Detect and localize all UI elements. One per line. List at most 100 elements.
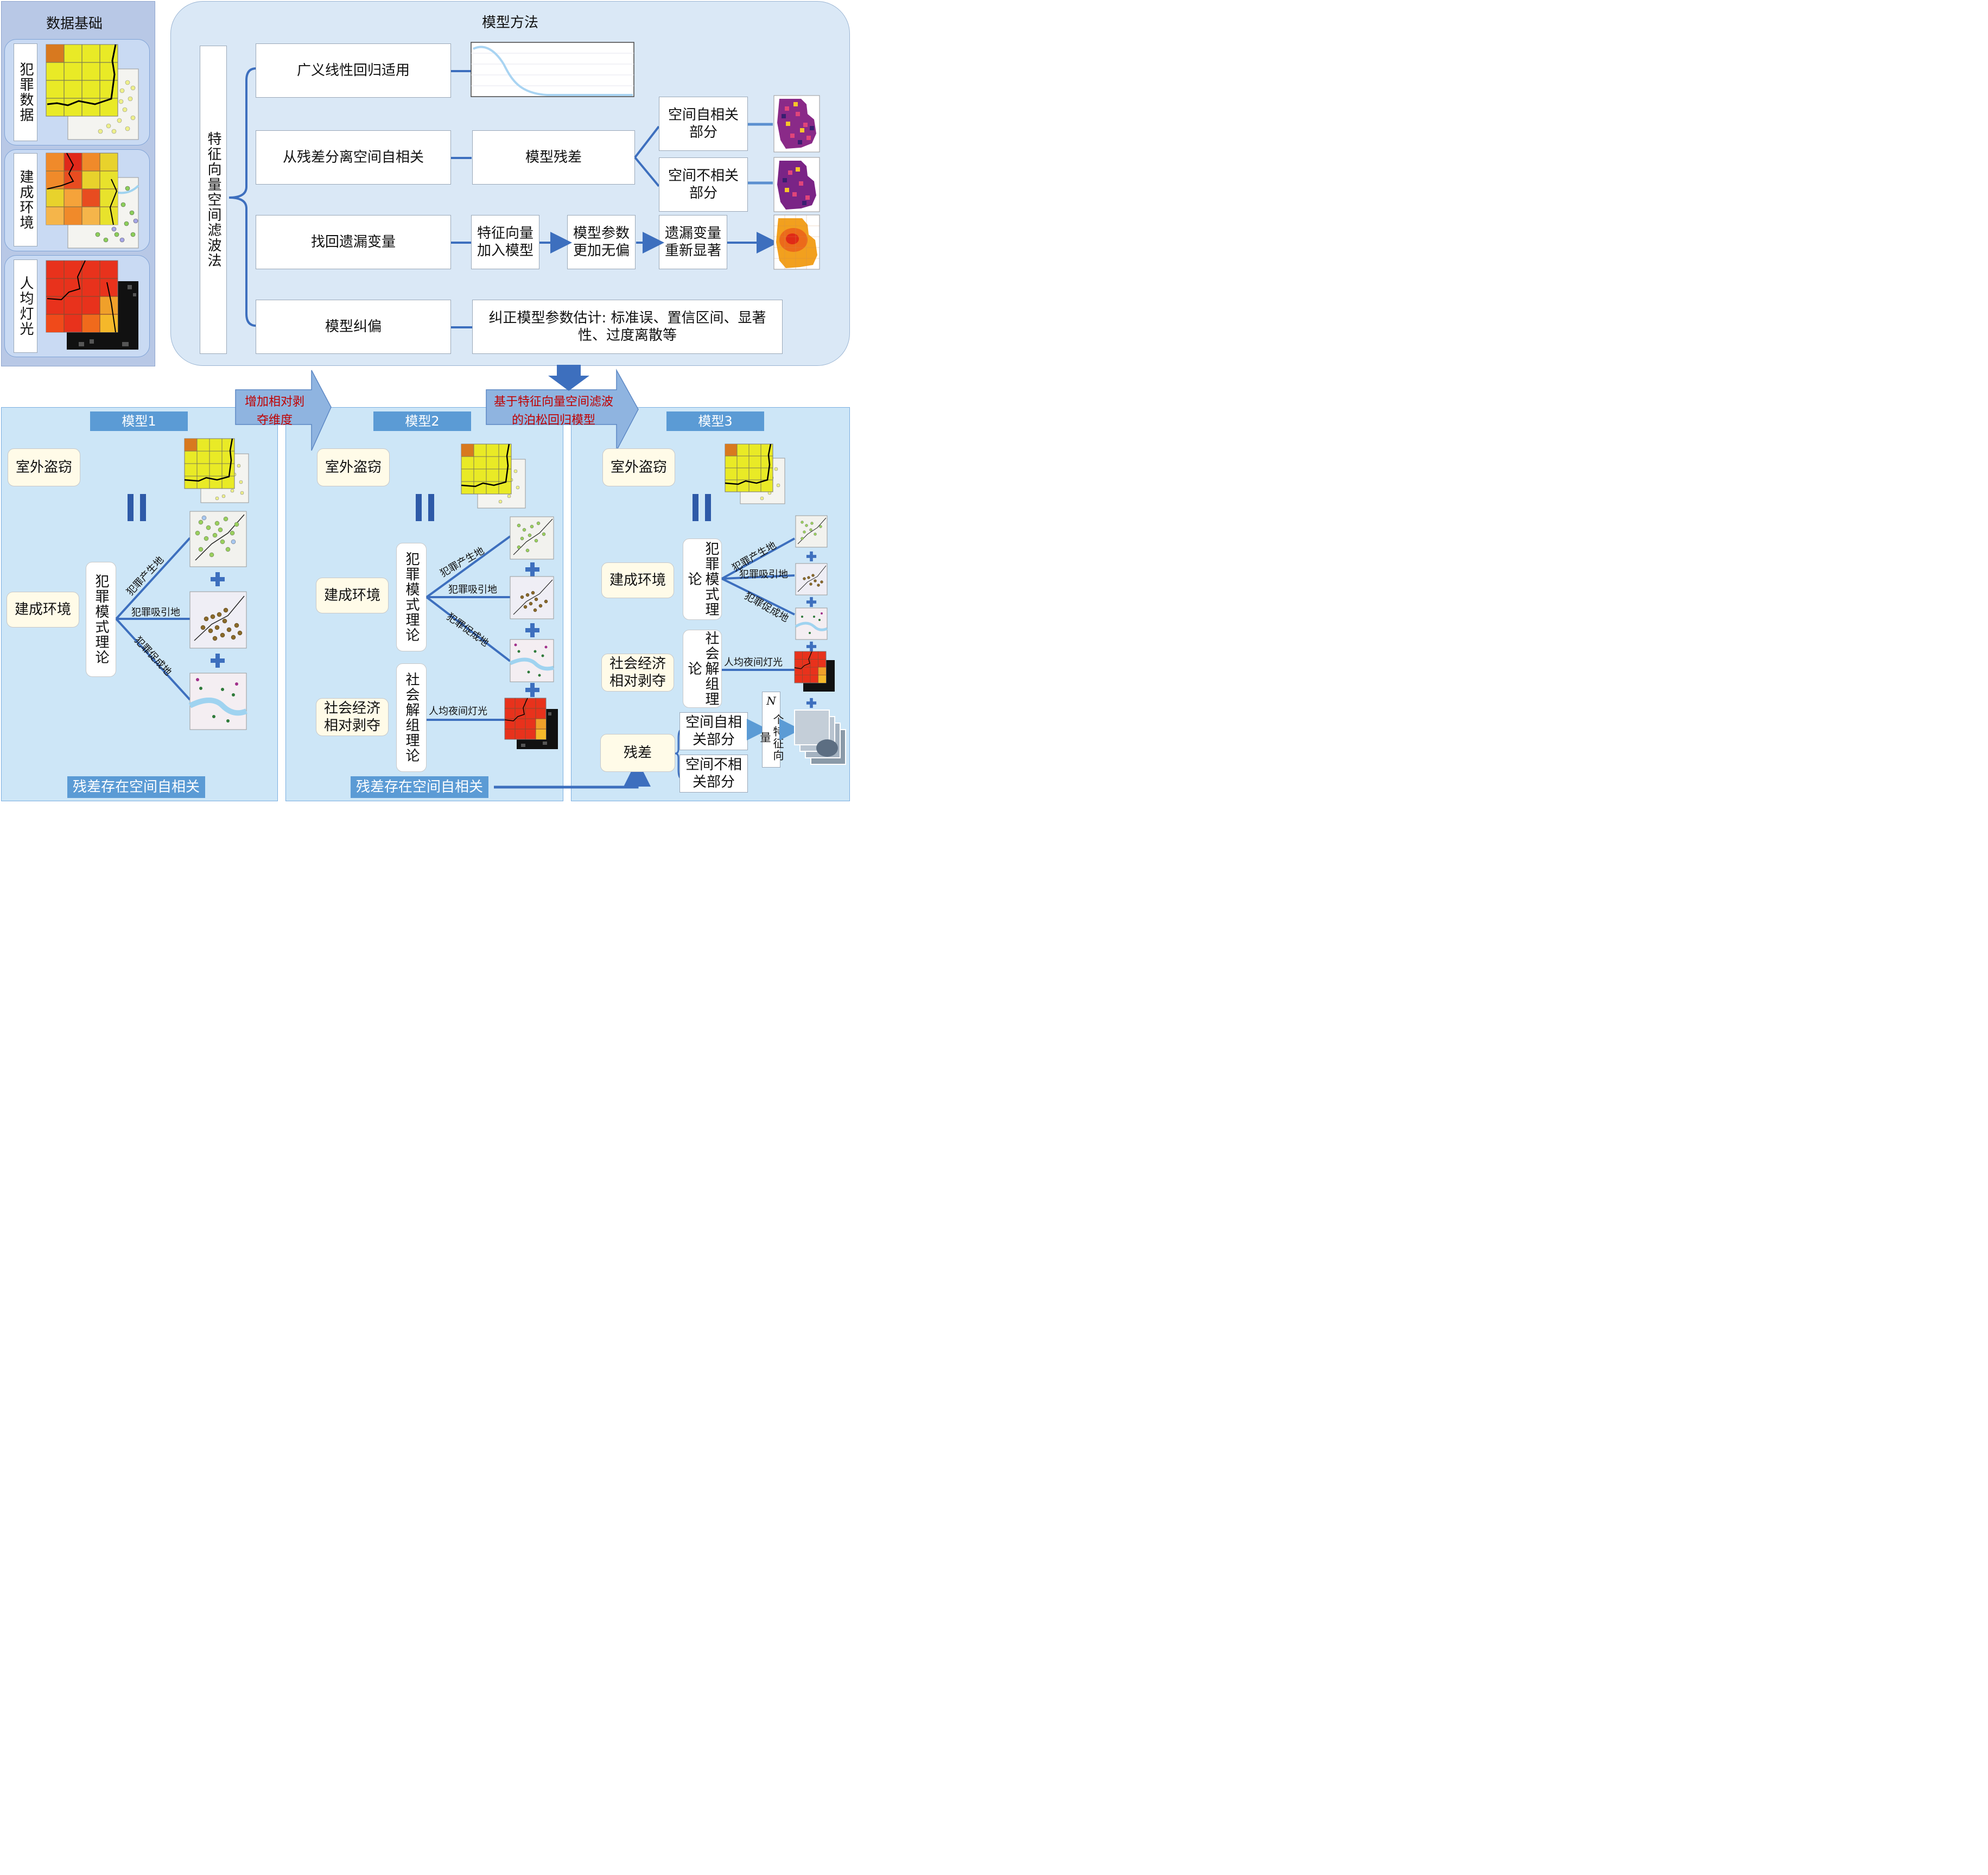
model-residual-box: 模型残差: [472, 130, 635, 185]
model3-tab: 模型3: [666, 411, 764, 431]
model2-link-nightlight: 人均夜间灯光: [429, 706, 487, 717]
method-row-recover: 找回遗漏变量: [256, 215, 451, 269]
crime-map-thumbnail: [46, 44, 139, 140]
esf-method-label: 特征向量空间滤波法: [200, 46, 227, 354]
model3-crime-map: [725, 444, 785, 504]
model2-plus-icon-2: [525, 623, 539, 637]
esf-poisson-arrow: [486, 369, 639, 451]
model2-nightlight-map: [504, 698, 558, 749]
model3-n-eigenvectors-box: N 个特征向量: [758, 692, 784, 768]
model2-plus-icon-3: [525, 683, 539, 697]
model3-socio-box: 社会经济相对剥夺: [601, 654, 674, 692]
model1-attractor-map: [189, 591, 247, 649]
model1-crime-box: 室外盗窃: [8, 448, 80, 486]
footer-to-residual-arrow: [494, 759, 651, 789]
data-foundation-title: 数据基础: [46, 16, 103, 32]
model1-links: [115, 537, 191, 701]
model3-link-attractor: 犯罪吸引地: [739, 569, 788, 580]
data-label-light: 人均灯光: [14, 259, 37, 353]
model2-attractor-map: [510, 576, 554, 619]
model3-equals-icon: [693, 494, 711, 521]
model1-plus-icon-2: [211, 654, 225, 668]
model2-footer: 残差存在空间自相关: [351, 776, 489, 798]
recovered-variable-heatmap: [773, 214, 820, 270]
model3-links: [721, 537, 795, 616]
light-map-thumbnail: [46, 260, 138, 350]
row3-connector: [451, 242, 472, 244]
data-label-crime: 犯罪数据: [14, 43, 37, 141]
model2-tab: 模型2: [373, 411, 471, 431]
model2-link-attractor: 犯罪吸引地: [448, 584, 497, 596]
add-dimension-arrow: [235, 370, 332, 451]
model3-nightlight-map: [794, 651, 835, 692]
built-env-map-thumbnail: [46, 153, 139, 249]
model2-socio-box: 社会经济相对剥夺: [316, 698, 389, 736]
spatial-autocorr-part: 空间自相关部分: [659, 97, 748, 151]
model3-res-autocorr: 空间自相关部分: [679, 712, 748, 750]
step-unbiased-params: 模型参数更加无偏: [567, 215, 636, 269]
split-connectors: [748, 123, 773, 185]
model1-equals-icon: [128, 494, 146, 521]
model3-plus-icon-3: [806, 641, 817, 652]
row4-connector: [451, 326, 473, 328]
data-label-built: 建成环境: [14, 153, 37, 246]
model2-built-env-box: 建成环境: [316, 578, 389, 613]
model1-tab: 模型1: [90, 411, 188, 431]
method-row-separate: 从残差分离空间自相关: [256, 130, 451, 185]
model3-n-eigenvectors-label: 个特征向量: [758, 714, 784, 762]
model1-link-attractor: 犯罪吸引地: [131, 607, 180, 618]
row1-connector: [451, 70, 472, 72]
down-arrow: [548, 365, 589, 391]
method-bracket: [228, 67, 257, 327]
uncorr-heatmap-thumbnail: [773, 157, 820, 212]
step-omitted-significant: 遗漏变量重新显著: [659, 215, 727, 269]
model3-plus-icon-2: [806, 597, 817, 607]
model3-crime-box: 室外盗窃: [602, 448, 675, 486]
model1-built-env-box: 建成环境: [7, 592, 79, 628]
model2-generator-map: [510, 516, 554, 560]
model2-socio-link: [427, 719, 506, 721]
model3-attractor-map: [795, 563, 828, 596]
model2-socio-theory-box: 社会解组理论: [396, 663, 427, 772]
model3-socio-link: [722, 669, 796, 671]
row2-connector: [451, 157, 472, 159]
correction-result-box: 纠正模型参数估计: 标准误、置信区间、显著性、过度离散等: [472, 300, 783, 354]
method-row-correct: 模型纠偏: [256, 300, 451, 354]
model2-equals-icon: [416, 494, 434, 521]
model3-built-env-box: 建成环境: [601, 562, 674, 598]
model3-theory-box: 犯罪模式理论: [683, 539, 722, 620]
model3-enabler-map: [795, 607, 828, 640]
model3-residual-box: 残差: [600, 734, 675, 772]
model3-plus-icon-4: [806, 698, 817, 708]
model-methods-title: 模型方法: [481, 15, 538, 31]
model3-n-variable: N: [765, 694, 778, 708]
model1-theory-box: 犯罪模式理论: [86, 562, 116, 677]
step-arrows: [539, 232, 778, 254]
model2-theory-box: 犯罪模式理论: [396, 543, 427, 651]
model3-eigenvector-stack: [794, 710, 846, 765]
model1-generator-map: [189, 511, 247, 567]
distribution-curve-chart: [471, 42, 634, 97]
model3-link-nightlight: 人均夜间灯光: [724, 657, 783, 668]
step-add-eigenvectors: 特征向量加入模型: [471, 215, 539, 269]
model2-crime-map: [461, 444, 526, 509]
model1-footer: 残差存在空间自相关: [67, 776, 206, 798]
model1-enabler-map: [188, 673, 247, 730]
model3-res-uncorr: 空间不相关部分: [679, 755, 748, 793]
esf-poisson-label: 基于特征向量空间滤波的泊松回归模型: [493, 395, 613, 427]
model1-plus-icon-1: [211, 572, 225, 586]
method-row-glm: 广义线性回归适用: [256, 43, 451, 98]
model3-socio-theory-box: 社会解组理论: [683, 630, 722, 708]
model1-crime-map: [184, 438, 249, 503]
model2-crime-box: 室外盗窃: [317, 448, 390, 486]
residual-split-lines: [634, 125, 660, 187]
add-dimension-label: 增加相对剥夺维度: [244, 395, 304, 427]
model3-generator-map: [795, 515, 828, 548]
model2-plus-icon-1: [525, 562, 539, 577]
spatial-uncorr-part: 空间不相关部分: [659, 157, 748, 212]
model3-res-arrow: [747, 719, 768, 740]
model3-plus-icon-1: [806, 551, 817, 562]
model2-links: [425, 535, 511, 662]
autocorr-heatmap-thumbnail: [773, 95, 820, 153]
model2-enabler-map: [509, 639, 555, 682]
